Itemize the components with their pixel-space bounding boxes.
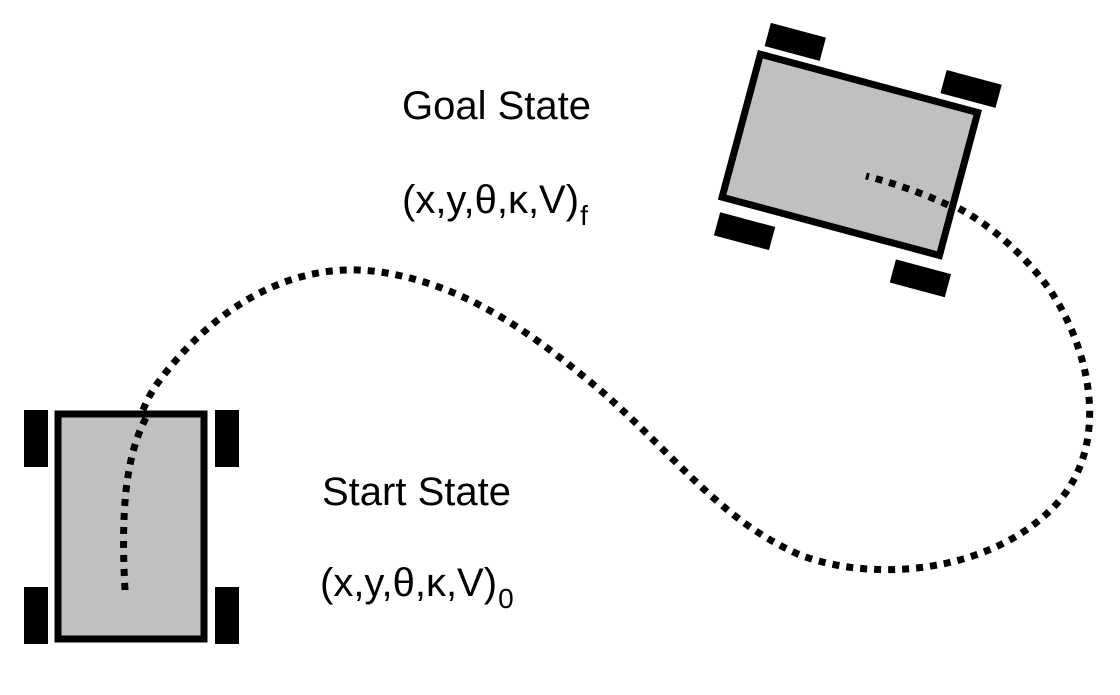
start-car-path-overlay bbox=[120, 412, 152, 591]
start-state-title: Start State bbox=[322, 470, 511, 514]
goal-car-path-overlay bbox=[865, 172, 950, 209]
goal-state-subscript: f bbox=[580, 200, 588, 231]
goal-state-vector: (x,y,θ,κ,V)f bbox=[402, 178, 588, 230]
goal-state-title: Goal State bbox=[402, 84, 592, 128]
start-state-vector-text: (x,y,θ,κ,V) bbox=[320, 561, 498, 605]
goal-car bbox=[713, 22, 1002, 298]
trajectory-path bbox=[120, 172, 1094, 591]
goal-car-wheel-rear-left bbox=[713, 212, 776, 251]
goal-car-wheel-rear-right bbox=[889, 259, 952, 298]
goal-car-body bbox=[717, 49, 983, 260]
goal-car-wheel-front-left bbox=[764, 22, 826, 61]
start-car-wheel-front-right bbox=[215, 410, 239, 467]
goal-car-wheel-front-right bbox=[940, 69, 1002, 108]
start-state-subscript: 0 bbox=[498, 583, 514, 614]
goal-state-vector-text: (x,y,θ,κ,V) bbox=[402, 178, 580, 222]
start-car-body bbox=[54, 410, 208, 643]
start-car-wheel-front-left bbox=[24, 410, 48, 467]
start-car bbox=[24, 410, 239, 644]
start-car-wheel-rear-right bbox=[215, 587, 239, 644]
start-car-wheel-rear-left bbox=[24, 587, 48, 644]
start-state-vector: (x,y,θ,κ,V)0 bbox=[320, 561, 514, 613]
